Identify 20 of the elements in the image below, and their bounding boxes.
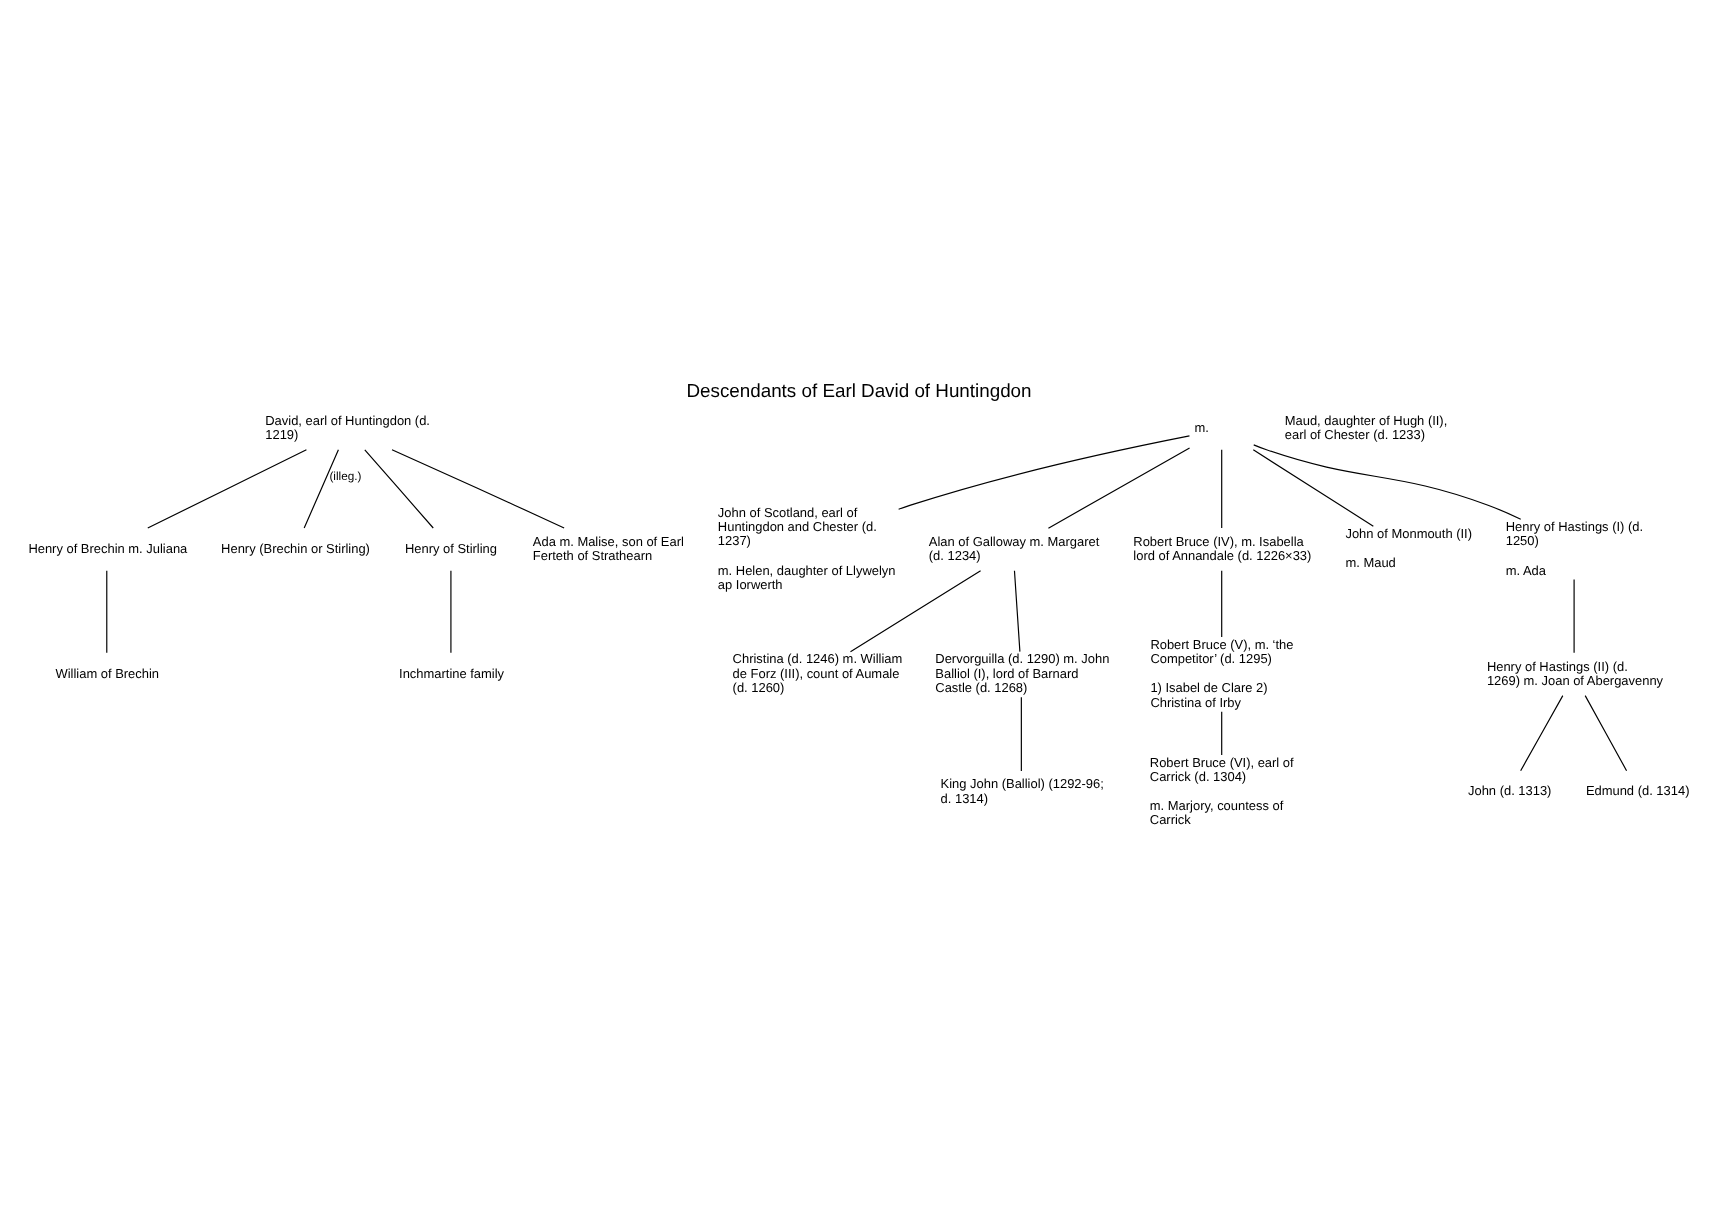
connector xyxy=(1046,447,1190,529)
connector xyxy=(897,435,1190,510)
connector xyxy=(105,570,107,654)
connector xyxy=(1251,449,1373,527)
connector xyxy=(363,449,433,529)
diagram-title: Descendants of Earl David of Huntingdon xyxy=(685,378,1031,401)
connector xyxy=(390,449,564,529)
connector xyxy=(1220,449,1222,529)
connector xyxy=(1220,570,1222,638)
connector xyxy=(1019,696,1021,772)
connector xyxy=(1252,444,1521,520)
connector xyxy=(848,570,981,653)
connector xyxy=(1519,695,1563,772)
connector xyxy=(302,449,338,529)
connector xyxy=(1583,695,1627,772)
connector xyxy=(1012,570,1020,653)
connector xyxy=(449,570,451,654)
connector xyxy=(146,449,306,529)
connector xyxy=(1220,711,1222,756)
connector xyxy=(1572,579,1574,654)
